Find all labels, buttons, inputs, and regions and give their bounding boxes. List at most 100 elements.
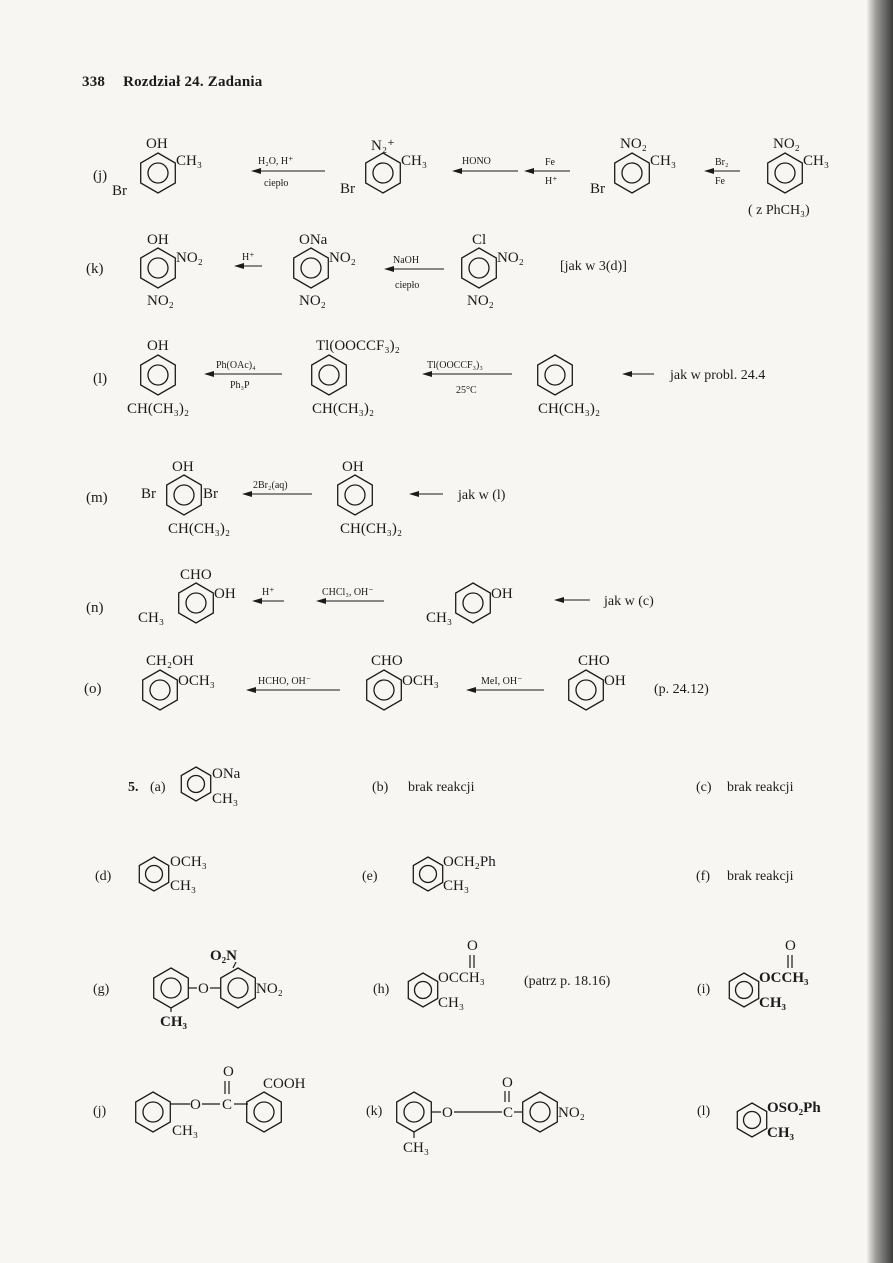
condition: HCHO, OH⁻	[258, 676, 311, 687]
molecule: OH NO₂ NO₂	[140, 232, 203, 309]
benzene-ring	[537, 354, 573, 396]
condition: Ph(OAc)₄	[216, 360, 256, 371]
answer-mark: (j)	[93, 1104, 107, 1119]
condition: 25°C	[456, 385, 477, 396]
substituent: OCH₃	[170, 854, 207, 870]
reaction-arrow: H₂O, H⁺ ciepło	[251, 156, 325, 189]
substituent-thallium: Tl(OOCCF₃)₂	[316, 338, 400, 354]
benzene-ring	[365, 152, 401, 194]
carbonyl-oxygen: O	[502, 1075, 513, 1091]
row-n: (n) CHO OH CH₃ H⁺ CHCl₃, OH⁻ OH CH₃ jak …	[86, 567, 654, 626]
answer-mark: (k)	[366, 1104, 383, 1119]
substituent-ch3: CH₃	[426, 610, 452, 626]
reaction-arrow: Br₂ Fe	[704, 157, 740, 187]
molecule: N₂⁺ CH₃ Br	[340, 138, 427, 197]
answer-a: (a) ONa CH₃	[150, 766, 241, 807]
carbonyl-carbon: C	[503, 1105, 513, 1121]
condition: HONO	[462, 156, 491, 167]
answer-text: brak reakcji	[727, 780, 794, 795]
benzene-ring	[412, 856, 444, 892]
carbonyl-oxygen: O	[223, 1064, 234, 1080]
condition: CHCl₃, OH⁻	[322, 587, 374, 598]
reaction-arrow: MeI, OH⁻	[466, 676, 544, 693]
molecule: CH(CH₃)₂	[537, 354, 600, 417]
substituent: CH₃	[172, 1123, 198, 1139]
substituent-isopropyl: CH(CH₃)₂	[168, 521, 230, 537]
answer-mark: (b)	[372, 780, 389, 795]
substituent-ch3: CH₃	[401, 153, 427, 169]
benzene-ring	[140, 354, 176, 396]
condition: Fe	[545, 157, 556, 168]
condition: H⁺	[545, 176, 558, 187]
reaction-arrow: 2Br₂(aq)	[242, 480, 312, 497]
substituent-no2: NO₂	[147, 293, 174, 309]
benzene-ring	[614, 152, 650, 194]
reaction-arrow: HONO	[452, 156, 518, 174]
benzene-ring	[568, 669, 604, 711]
row-m: (m) OH Br Br CH(CH₃)₂ 2Br₂(aq) OH CH(CH₃…	[86, 459, 506, 537]
answer-mark: (e)	[362, 869, 378, 884]
benzene-ring	[396, 1091, 432, 1133]
substituent-ch3: CH₃	[650, 153, 676, 169]
substituent-ch3: CH₃	[138, 610, 164, 626]
side-note: [jak w 3(d)]	[560, 259, 627, 274]
substituent-no2: NO₂	[299, 293, 326, 309]
substituent-cho: CHO	[180, 567, 212, 583]
substituent-br: Br	[590, 181, 605, 197]
substituent-br: Br	[112, 183, 127, 199]
chapter-title: Rozdział 24. Zadania	[123, 74, 263, 90]
side-note: jak w probl. 24.4	[669, 368, 765, 383]
substituent-isopropyl: CH(CH₃)₂	[538, 401, 600, 417]
benzene-ring	[166, 474, 202, 516]
carbonyl-carbon: C	[222, 1097, 232, 1113]
row-mark: (k)	[86, 261, 104, 277]
benzene-ring	[135, 1091, 171, 1133]
benzene-ring	[142, 669, 178, 711]
reaction-arrow: H⁺	[252, 587, 284, 604]
molecule: OH CH₃ Br	[112, 136, 202, 199]
substituent-oh: OH	[146, 136, 168, 152]
row-mark: (m)	[86, 490, 108, 506]
answer-mark: (f)	[696, 869, 710, 884]
substituent-isopropyl: CH(CH₃)₂	[312, 401, 374, 417]
answer-mark: (i)	[697, 982, 711, 997]
benzene-ring	[337, 474, 373, 516]
condition: Ph₃P	[230, 380, 250, 391]
substituent-cl: Cl	[472, 232, 486, 248]
substituent: OCH₂Ph	[443, 854, 496, 870]
answer-b: (b) brak reakcji	[372, 780, 475, 795]
condition: MeI, OH⁻	[481, 676, 522, 687]
answer-text: brak reakcji	[408, 780, 475, 795]
condition: H⁺	[262, 587, 275, 598]
substituent-no2: NO₂	[176, 250, 203, 266]
reaction-arrow: HCHO, OH⁻	[246, 676, 340, 693]
substituent-ona: ONa	[299, 232, 328, 248]
side-note: jak w (c)	[603, 594, 654, 609]
condition: H₂O, H⁺	[258, 156, 293, 167]
substituent-isopropyl: CH(CH₃)₂	[340, 521, 402, 537]
molecule: Cl NO₂ NO₂	[461, 232, 524, 309]
condition: ciepło	[395, 280, 419, 291]
row-mark: (n)	[86, 600, 104, 616]
answer-c: (c) brak reakcji	[696, 780, 794, 795]
molecule: CHO OH CH₃	[138, 567, 236, 626]
substituent-diazonium: N₂⁺	[371, 138, 395, 154]
molecule: ONa NO₂ NO₂	[293, 232, 356, 309]
answer-k: (k) O C O NO₂ CH₃	[366, 1075, 585, 1156]
answer-mark: (h)	[373, 982, 390, 997]
reaction-arrow: Fe H⁺	[524, 157, 570, 187]
benzene-ring	[246, 1091, 282, 1133]
reaction-arrow: Tl(OOCCF₃)₃ 25°C	[422, 360, 512, 396]
benzene-ring	[140, 247, 176, 289]
section-5: 5. (a) ONa CH₃ (b) brak reakcji (c) brak…	[93, 766, 821, 1156]
molecule: Tl(OOCCF₃)₂ CH(CH₃)₂	[311, 338, 400, 417]
benzene-ring	[178, 582, 214, 624]
answer-mark: (g)	[93, 982, 110, 997]
molecule: CH₂OH OCH₃	[142, 653, 215, 711]
row-o: (o) CH₂OH OCH₃ HCHO, OH⁻ CHO OCH₃ MeI, O…	[84, 653, 709, 711]
molecule: CHO OCH₃	[366, 653, 439, 711]
benzene-ring	[522, 1091, 558, 1133]
row-k: (k) OH NO₂ NO₂ H⁺ ONa NO₂ NO₂ NaOH ciepł…	[86, 232, 627, 309]
answer-l: (l) OSO₂Ph CH₃	[697, 1100, 821, 1141]
